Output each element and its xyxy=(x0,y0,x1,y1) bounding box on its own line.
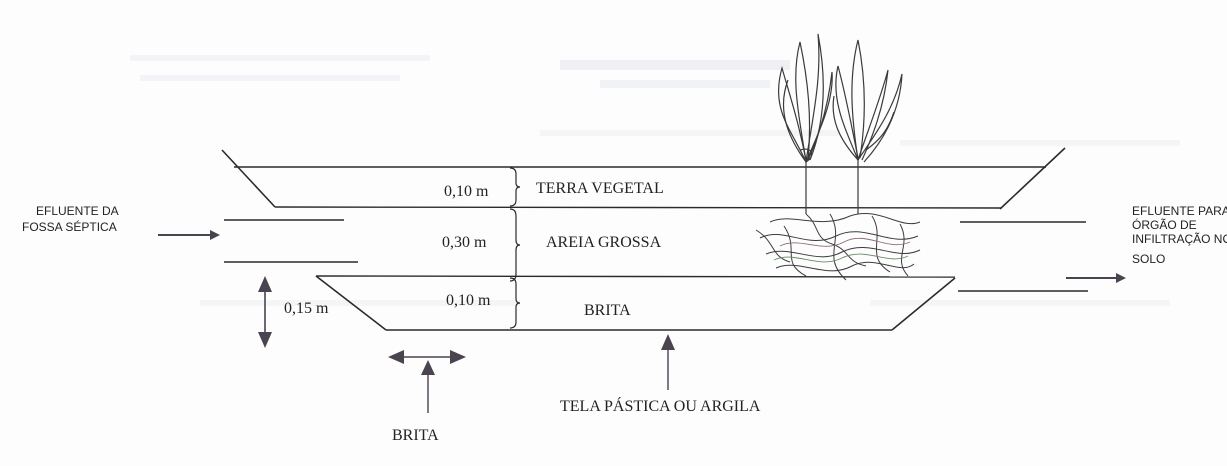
roots-accent-green xyxy=(773,253,909,263)
inlet-label-line2: FOSSA SÉPTICA xyxy=(22,219,117,234)
roots-accent xyxy=(779,237,911,247)
layer-name-brita: BRITA xyxy=(584,302,631,319)
offset-double-arrow xyxy=(258,276,272,348)
plant-icon xyxy=(777,33,903,214)
outlet-pipe xyxy=(958,221,1088,292)
tank-outline xyxy=(221,147,1066,331)
outlet-label-line1: EFLUENTE PARA xyxy=(1132,204,1227,218)
background-ghost-text xyxy=(130,55,1180,306)
offset-label: 0,15 m xyxy=(284,300,329,317)
boundary-areia-brita xyxy=(315,275,956,278)
brace-areia xyxy=(509,208,521,282)
layer-name-terra: TERRA VEGETAL xyxy=(536,180,664,197)
layer-braces xyxy=(509,167,521,329)
layer-thickness-areia: 0,30 m xyxy=(442,234,487,251)
liner-label: TELA PÁSTICA OU ARGILA xyxy=(560,396,761,415)
liner-arrow xyxy=(661,334,675,390)
layer-name-areia: AREIA GROSSA xyxy=(546,234,662,251)
brita-label: BRITA xyxy=(392,427,439,444)
layer-boundaries xyxy=(234,166,1046,278)
brace-brita xyxy=(509,277,521,329)
roots-icon xyxy=(755,213,921,281)
outlet-label-line3: INFILTRAÇÃO NO xyxy=(1132,232,1227,246)
outlet-label-line4: SOLO xyxy=(1132,252,1165,266)
inlet-pipe xyxy=(224,219,358,263)
boundary-terra-areia xyxy=(274,206,1002,209)
brace-terra xyxy=(509,167,521,207)
layer-thickness-terra: 0,10 m xyxy=(444,183,489,200)
layer-thickness-brita: 0,10 m xyxy=(446,292,491,309)
inlet-label-line1: EFLUENTE DA xyxy=(36,204,119,218)
outlet-label-line2: ÓRGÃO DE xyxy=(1132,217,1197,232)
brita-double-arrow xyxy=(388,350,466,413)
